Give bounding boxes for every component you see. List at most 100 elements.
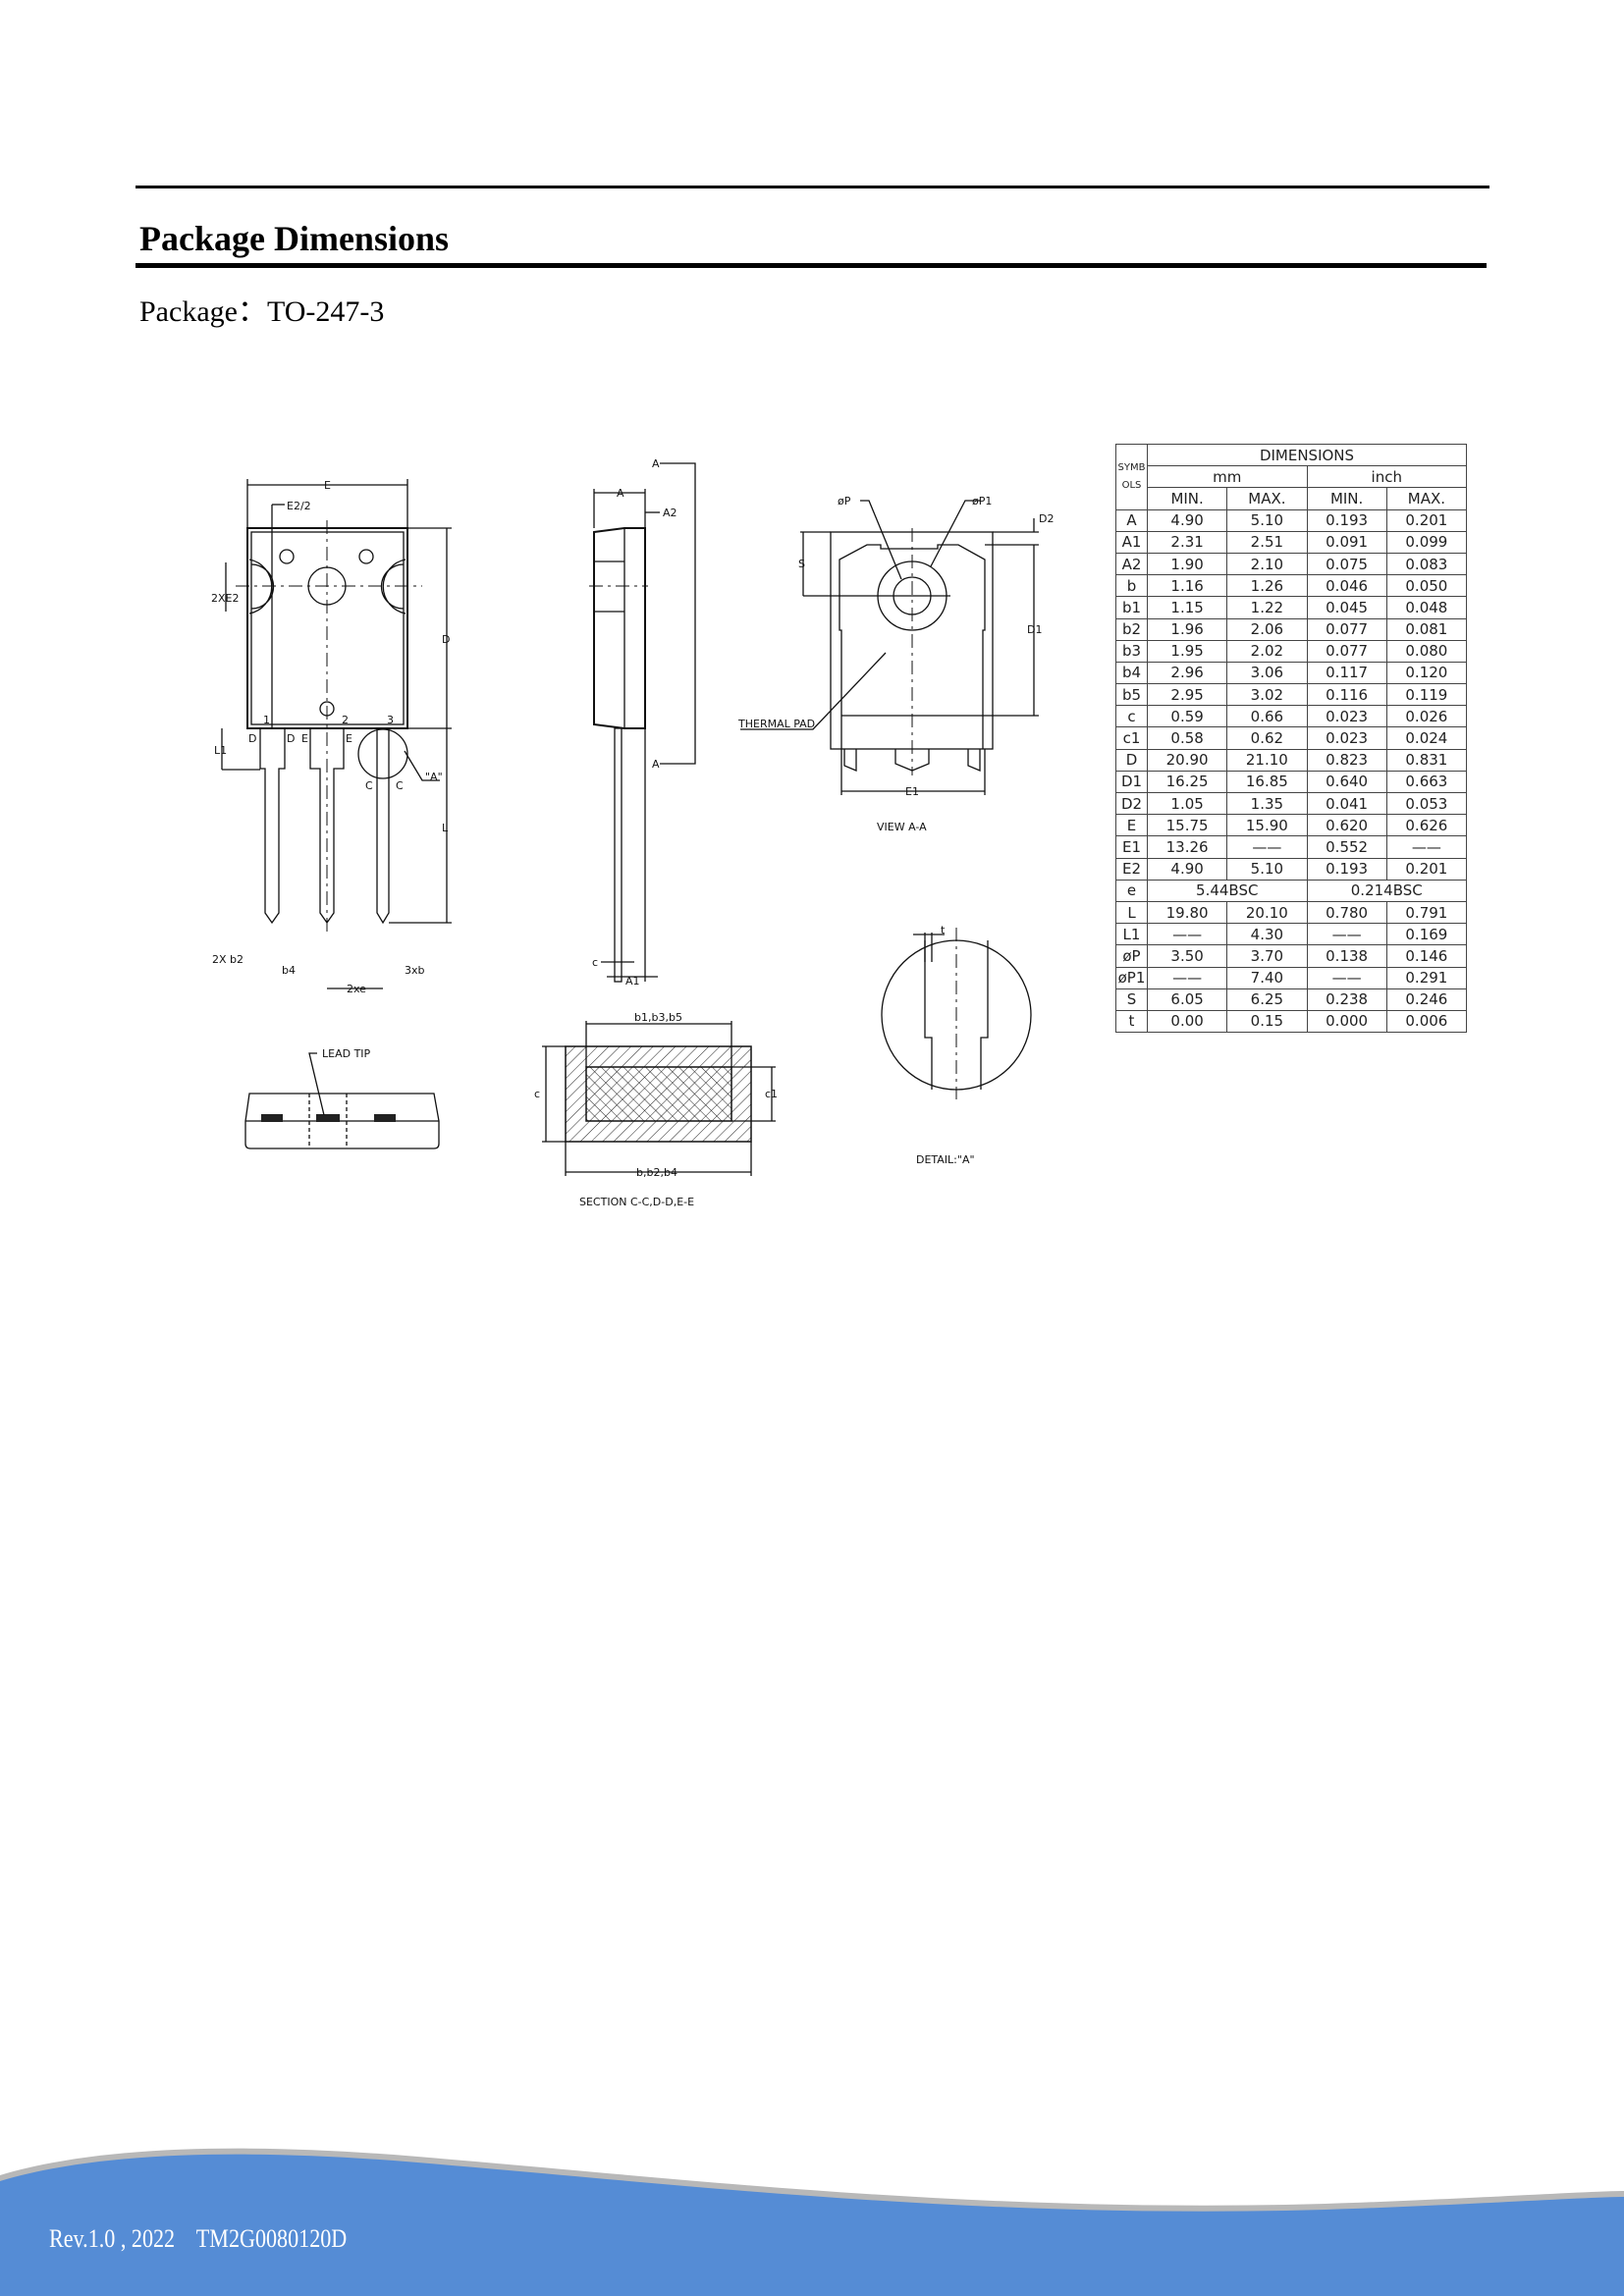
dim-label-A2: A2 — [663, 507, 677, 519]
value-cell: 0.291 — [1385, 966, 1468, 989]
value-cell: 0.201 — [1385, 857, 1468, 881]
value-cell: 0.006 — [1385, 1009, 1468, 1034]
value-cell: 0.831 — [1385, 748, 1468, 772]
value-cell: 7.40 — [1226, 966, 1308, 989]
symbol-cell: b3 — [1115, 639, 1148, 663]
value-cell: 20.10 — [1226, 900, 1308, 925]
dim-label-b4: b4 — [282, 964, 296, 977]
value-cell: 5.10 — [1226, 857, 1308, 881]
dim-label-D2: D2 — [1039, 512, 1054, 525]
value-cell: 0.046 — [1306, 574, 1387, 598]
value-cell: 0.169 — [1385, 923, 1468, 946]
value-cell: 0.116 — [1306, 683, 1387, 707]
section-c-label: C — [396, 779, 404, 792]
dim-label-E: E — [324, 479, 331, 492]
value-cell: 0.091 — [1306, 530, 1387, 554]
view-a-a-caption: VIEW A-A — [877, 821, 927, 833]
page-title: Package Dimensions — [139, 219, 449, 258]
symbol-cell: E2 — [1115, 857, 1148, 881]
value-cell: 2.06 — [1226, 617, 1308, 641]
section-view: b1,b3,b5 c c1 b,b2,b4 SECTION C-C,D-D,E-… — [534, 1011, 778, 1208]
symbol-cell: L — [1115, 900, 1148, 925]
dim-label-E2-half: E2/2 — [287, 500, 311, 512]
symbol-cell: øP1 — [1115, 966, 1148, 989]
value-cell: 0.077 — [1306, 639, 1387, 663]
symbol-cell: L1 — [1115, 923, 1148, 946]
value-cell: 0.119 — [1385, 683, 1468, 707]
symbol-cell: E1 — [1115, 835, 1148, 859]
value-cell: 1.05 — [1146, 791, 1228, 816]
package-line: Package：TO-247-3 — [139, 295, 385, 328]
value-cell: 0.193 — [1306, 857, 1387, 881]
detail-a-marker: "A" — [425, 771, 443, 783]
value-cell: 3.70 — [1226, 944, 1308, 968]
pin-1-label: 1 — [263, 714, 270, 726]
mm-max-header: MAX. — [1226, 487, 1308, 510]
value-cell: 0.023 — [1306, 705, 1387, 728]
value-cell: 0.00 — [1146, 1009, 1228, 1034]
dim-label-3xb: 3xb — [405, 964, 425, 977]
value-cell: 3.06 — [1226, 661, 1308, 685]
value-cell: 0.780 — [1306, 900, 1387, 925]
value-cell: 0.620 — [1306, 814, 1387, 837]
symbol-cell: D2 — [1115, 791, 1148, 816]
value-cell: 0.146 — [1385, 944, 1468, 968]
dim-label-c: c — [592, 956, 598, 969]
value-cell: 0.023 — [1306, 726, 1387, 750]
symbol-cell: A2 — [1115, 552, 1148, 576]
value-cell: 0.048 — [1385, 596, 1468, 619]
value-cell: 3.50 — [1146, 944, 1228, 968]
dim-label-2xe: 2xe — [347, 983, 366, 995]
value-cell: 0.66 — [1226, 705, 1308, 728]
dim-label-b-b2-b4: b,b2,b4 — [636, 1166, 677, 1179]
mm-header: mm — [1147, 465, 1308, 489]
section-caption: SECTION C-C,D-D,E-E — [579, 1196, 694, 1208]
symbols-header: SYMBOLS — [1115, 444, 1148, 510]
inch-header: inch — [1306, 465, 1467, 489]
dim-label-E1: E1 — [905, 785, 919, 798]
value-cell: 16.85 — [1226, 770, 1308, 794]
symbol-cell: E — [1115, 814, 1148, 837]
view-a-a: øP øP1 D2 S D1 THERMAL PAD E1 VIEW A-A — [737, 495, 1054, 833]
value-cell: —— — [1146, 966, 1228, 989]
value-cell: 3.02 — [1226, 683, 1308, 707]
value-cell: —— — [1146, 923, 1228, 946]
value-cell: 0.15 — [1226, 1009, 1308, 1034]
value-cell: 0.58 — [1146, 726, 1228, 750]
value-cell: 5.10 — [1226, 508, 1308, 532]
dim-label-S: S — [798, 558, 805, 570]
dim-label-phiP1: øP1 — [972, 495, 992, 507]
value-cell: 0.791 — [1385, 900, 1468, 925]
value-cell: 0.077 — [1306, 617, 1387, 641]
inch-max-header: MAX. — [1385, 487, 1468, 510]
value-cell: —— — [1226, 835, 1308, 859]
value-cell: 0.62 — [1226, 726, 1308, 750]
value-cell: 6.05 — [1146, 988, 1228, 1011]
value-cell: 0.081 — [1385, 617, 1468, 641]
dim-label-phiP: øP — [838, 495, 851, 507]
detail-a-view: t DETAIL:"A" — [881, 924, 1032, 1166]
dim-label-A1: A1 — [625, 975, 640, 988]
value-cell: 1.96 — [1146, 617, 1228, 641]
symbol-cell: A — [1115, 508, 1148, 532]
value-cell: 16.25 — [1146, 770, 1228, 794]
table-row: øP1——7.40——0.291 — [1115, 966, 1468, 989]
dim-label-t: t — [941, 924, 946, 936]
value-cell: 0.663 — [1385, 770, 1468, 794]
value-cell: 15.75 — [1146, 814, 1228, 837]
symbol-cell: c1 — [1115, 726, 1148, 750]
table-row: L1——4.30——0.169 — [1115, 923, 1468, 946]
value-cell: —— — [1306, 923, 1387, 946]
value-cell: 0.053 — [1385, 791, 1468, 816]
